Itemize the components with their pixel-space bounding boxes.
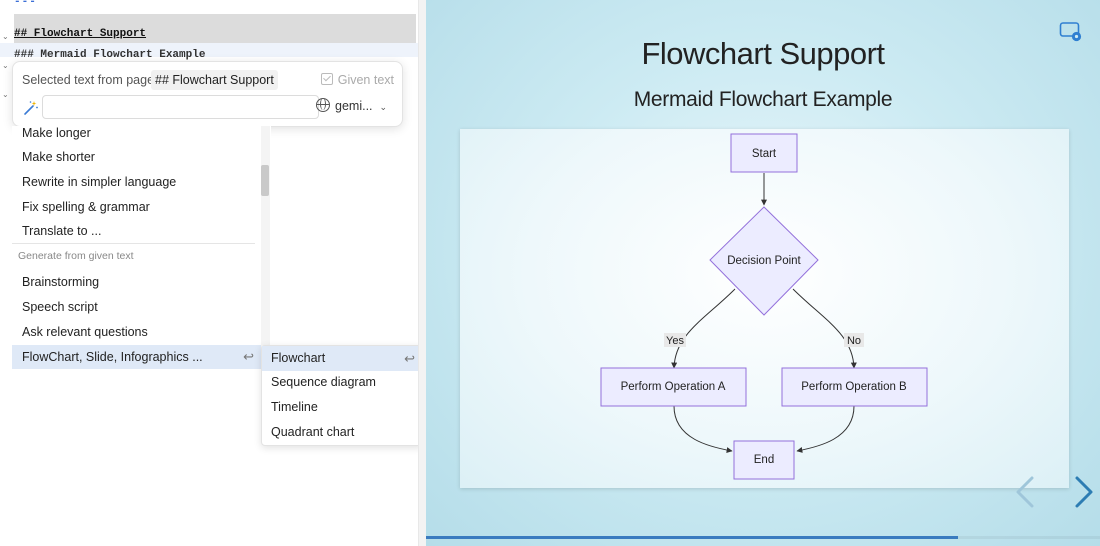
menu-item-make-longer[interactable]: Make longer bbox=[22, 126, 91, 140]
enter-key-icon: ↩ bbox=[243, 349, 254, 364]
slide-subtitle: Mermaid Flowchart Example bbox=[633, 88, 893, 111]
next-slide-arrow-icon[interactable] bbox=[1071, 474, 1095, 510]
slide-title: Flowchart Support bbox=[641, 36, 885, 71]
node-start bbox=[730, 133, 798, 173]
globe-icon bbox=[316, 98, 330, 112]
ai-action-menu: Make longer Make shorter Rewrite in simp… bbox=[12, 126, 271, 372]
editor-line-selected[interactable]: ## Flowchart Support bbox=[14, 14, 416, 43]
menu-divider bbox=[12, 243, 255, 244]
markdown-editor[interactable]: ⌄ ⌄ ⌄ --- ## Flowchart Support ### Merma… bbox=[0, 0, 418, 546]
menu-section-label: Generate from given text bbox=[18, 250, 134, 262]
edge-label-bg bbox=[664, 333, 686, 347]
menu-scrollbar[interactable] bbox=[261, 126, 270, 366]
node-decision bbox=[709, 206, 819, 316]
menu-item-label: FlowChart, Slide, Infographics ... bbox=[22, 350, 203, 364]
editor-line-text: ## Flowchart Support bbox=[14, 28, 147, 40]
slide-progress-bar bbox=[426, 536, 959, 539]
ai-assistant-popup: Selected text from page ## Flowchart Sup… bbox=[12, 61, 403, 127]
submenu-item-flowchart[interactable]: Flowchart ↩ bbox=[262, 346, 418, 371]
edge-decision-b bbox=[792, 288, 857, 369]
submenu-item-sequence-diagram[interactable]: Sequence diagram bbox=[271, 375, 376, 389]
submenu-item-quadrant-chart[interactable]: Quadrant chart bbox=[271, 425, 355, 439]
checkbox-icon[interactable] bbox=[320, 73, 333, 85]
diagram-type-submenu: Flowchart ↩ Sequence diagram Timeline Qu… bbox=[261, 345, 418, 446]
chevron-down-icon: ⌄ bbox=[379, 102, 388, 112]
present-settings-icon[interactable] bbox=[1059, 21, 1083, 43]
edge-label-bg bbox=[844, 333, 864, 347]
menu-item-translate[interactable]: Translate to ... bbox=[22, 224, 102, 238]
node-start-label: Start bbox=[752, 148, 777, 160]
enter-key-icon: ↩ bbox=[404, 351, 415, 366]
model-select[interactable]: gemi... ⌄ bbox=[316, 98, 387, 113]
given-text-label: Given text bbox=[337, 73, 394, 87]
menu-item-speech-script[interactable]: Speech script bbox=[22, 300, 98, 314]
magic-wand-icon bbox=[24, 101, 38, 115]
selected-text-label: Selected text from page bbox=[22, 73, 155, 87]
node-decision-label: Decision Point bbox=[727, 255, 801, 267]
menu-item-fix-spelling[interactable]: Fix spelling & grammar bbox=[22, 200, 150, 214]
pane-divider[interactable] bbox=[418, 0, 427, 546]
flowchart-diagram: Yes No Start Decision Point Perform Oper… bbox=[460, 129, 1069, 488]
submenu-item-timeline[interactable]: Timeline bbox=[271, 400, 318, 414]
edge-b-end bbox=[796, 405, 855, 453]
model-select-label: gemi... bbox=[335, 99, 373, 113]
given-text-toggle[interactable]: Given text bbox=[320, 73, 394, 87]
menu-item-brainstorming[interactable]: Brainstorming bbox=[22, 275, 100, 289]
editor-line[interactable]: ### Mermaid Flowchart Example bbox=[14, 49, 205, 67]
node-op-b bbox=[781, 367, 928, 407]
edge-a-end bbox=[673, 405, 733, 453]
node-end-label: End bbox=[754, 454, 774, 466]
node-op-b-label: Perform Operation B bbox=[801, 381, 907, 393]
edge-label-no: No bbox=[847, 335, 861, 347]
previous-slide-arrow-icon[interactable] bbox=[1014, 474, 1038, 510]
node-op-a-label: Perform Operation A bbox=[621, 381, 726, 393]
flowchart-svg: Yes No Start Decision Point Perform Oper… bbox=[600, 133, 928, 480]
submenu-item-label: Flowchart bbox=[271, 351, 326, 365]
menu-item-make-shorter[interactable]: Make shorter bbox=[22, 150, 95, 164]
menu-item-flowchart-slide[interactable]: FlowChart, Slide, Infographics ... ↩ bbox=[12, 345, 262, 369]
edge-label-yes: Yes bbox=[666, 335, 684, 347]
current-line-highlight bbox=[0, 43, 418, 57]
node-end bbox=[733, 440, 795, 480]
editor-gutter: ⌄ ⌄ ⌄ bbox=[0, 0, 10, 546]
fold-chevron-icon[interactable]: ⌄ bbox=[2, 90, 9, 99]
ai-prompt-input[interactable] bbox=[42, 95, 319, 119]
edge-decision-a bbox=[671, 288, 736, 369]
editor-line[interactable]: --- bbox=[14, 0, 37, 8]
editor-line-text: ### Mermaid Flowchart Example bbox=[14, 49, 206, 61]
slide-preview: Flowchart Support Mermaid Flowchart Exam… bbox=[426, 0, 1100, 546]
fold-chevron-icon[interactable]: ⌄ bbox=[2, 32, 9, 41]
fold-chevron-icon[interactable]: ⌄ bbox=[2, 61, 9, 70]
menu-item-simpler-language[interactable]: Rewrite in simpler language bbox=[22, 175, 177, 189]
menu-scrollbar-thumb[interactable] bbox=[261, 165, 269, 196]
node-op-a bbox=[600, 367, 747, 407]
selected-text-chip: ## Flowchart Support bbox=[151, 70, 278, 90]
menu-item-ask-questions[interactable]: Ask relevant questions bbox=[22, 325, 148, 339]
